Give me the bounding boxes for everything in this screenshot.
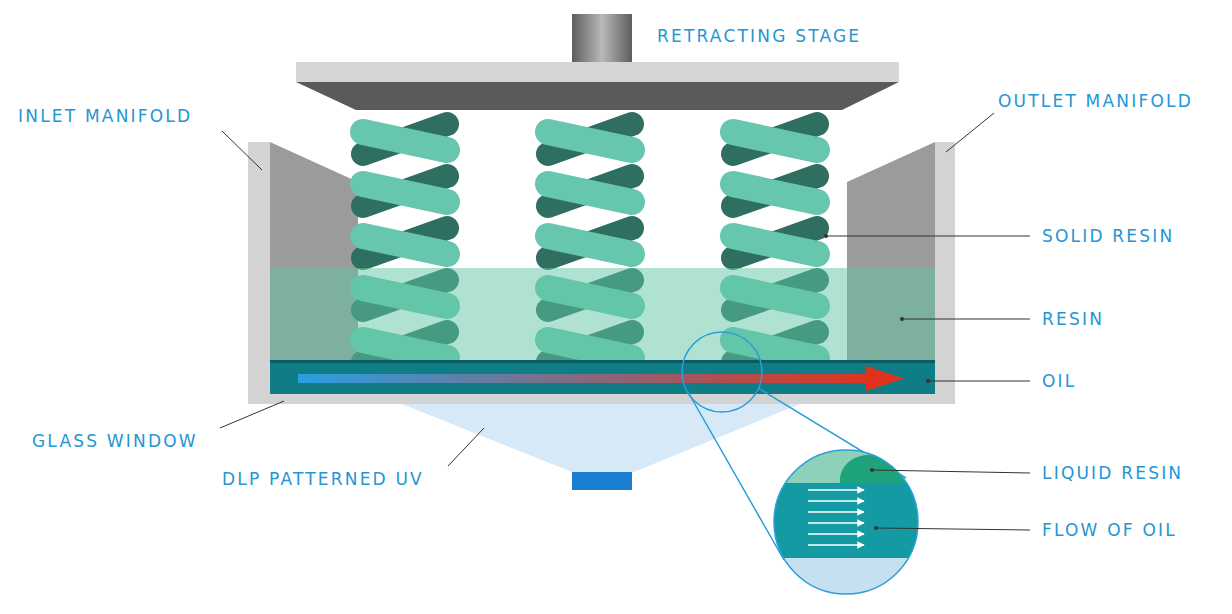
stage-plate bbox=[296, 62, 899, 82]
part-label: DLP PATTERNED UV bbox=[222, 469, 424, 489]
part-label: LIQUID RESIN bbox=[1042, 463, 1183, 483]
flow-arrow-head bbox=[866, 366, 904, 391]
oil-layer bbox=[270, 362, 935, 394]
dlp-projector bbox=[572, 472, 632, 490]
leader-line bbox=[928, 381, 1030, 382]
oil-surface bbox=[270, 360, 935, 363]
spring-front-strand bbox=[548, 132, 632, 150]
resin-bath bbox=[270, 268, 935, 362]
leader-line bbox=[876, 528, 1030, 530]
part-label: OUTLET MANIFOLD bbox=[998, 91, 1193, 111]
leader-lines bbox=[220, 113, 1030, 530]
vessel-wall bbox=[248, 142, 270, 404]
spring-back-strand bbox=[363, 228, 447, 258]
spring-back-strand bbox=[363, 124, 447, 154]
leader-line bbox=[222, 131, 262, 170]
spring-back-strand bbox=[363, 176, 447, 206]
spring-front-strand bbox=[733, 184, 817, 202]
spring-back-strand bbox=[733, 124, 817, 154]
zoom-detail bbox=[770, 445, 930, 605]
leader-dot bbox=[874, 526, 878, 530]
leader-line bbox=[220, 401, 284, 428]
part-label: RETRACTING STAGE bbox=[657, 26, 861, 46]
leader-dot bbox=[900, 317, 904, 321]
leader-line bbox=[826, 236, 1030, 237]
spring-back-strand bbox=[733, 228, 817, 258]
leader-dot bbox=[870, 468, 874, 472]
part-label: INLET MANIFOLD bbox=[18, 106, 192, 126]
oil-flow-arrow bbox=[808, 489, 864, 491]
zoom-marker bbox=[682, 332, 762, 412]
leader-line bbox=[946, 113, 994, 152]
leader-line bbox=[448, 428, 484, 466]
oil-flow-arrow bbox=[808, 533, 864, 535]
flow-arrow bbox=[298, 374, 870, 383]
oil-flow-arrows bbox=[808, 490, 864, 545]
spring-front-strand bbox=[363, 132, 447, 150]
part-label: RESIN bbox=[1042, 309, 1104, 329]
spring-front-strand bbox=[548, 236, 632, 254]
spring-back-strand bbox=[548, 228, 632, 258]
oil-flow-arrow bbox=[808, 511, 864, 513]
zoom-circle bbox=[774, 450, 918, 594]
spring-back-strand bbox=[548, 124, 632, 154]
zoom-glass bbox=[770, 445, 930, 605]
spring-front-strand bbox=[363, 184, 447, 202]
part-label: GLASS WINDOW bbox=[32, 431, 198, 451]
oil-flow-arrow bbox=[808, 522, 864, 524]
stage-shaft bbox=[572, 14, 632, 64]
spring-front-strand bbox=[733, 132, 817, 150]
part-label: SOLID RESIN bbox=[1042, 226, 1174, 246]
leader-dot bbox=[926, 379, 930, 383]
spring-front-strand bbox=[363, 236, 447, 254]
part-label: FLOW OF OIL bbox=[1042, 520, 1177, 540]
zoom-oil bbox=[770, 483, 930, 558]
spring-back-strand bbox=[548, 176, 632, 206]
vessel-wall bbox=[935, 142, 955, 404]
leader-dot bbox=[824, 234, 828, 238]
leader-line bbox=[902, 319, 1030, 320]
oil-flow-arrow bbox=[808, 500, 864, 502]
zoom-line bbox=[688, 392, 784, 560]
stage-plate-underside bbox=[296, 82, 899, 110]
leader-line bbox=[872, 470, 1030, 473]
oil-flow-arrow bbox=[808, 544, 864, 546]
glass-window bbox=[248, 394, 955, 404]
spring-front-strand bbox=[733, 236, 817, 254]
leader-dots bbox=[824, 234, 930, 530]
spring-front-strand bbox=[548, 184, 632, 202]
uv-cone bbox=[402, 404, 800, 472]
spring-back-strand bbox=[733, 176, 817, 206]
part-label: OIL bbox=[1042, 371, 1076, 391]
